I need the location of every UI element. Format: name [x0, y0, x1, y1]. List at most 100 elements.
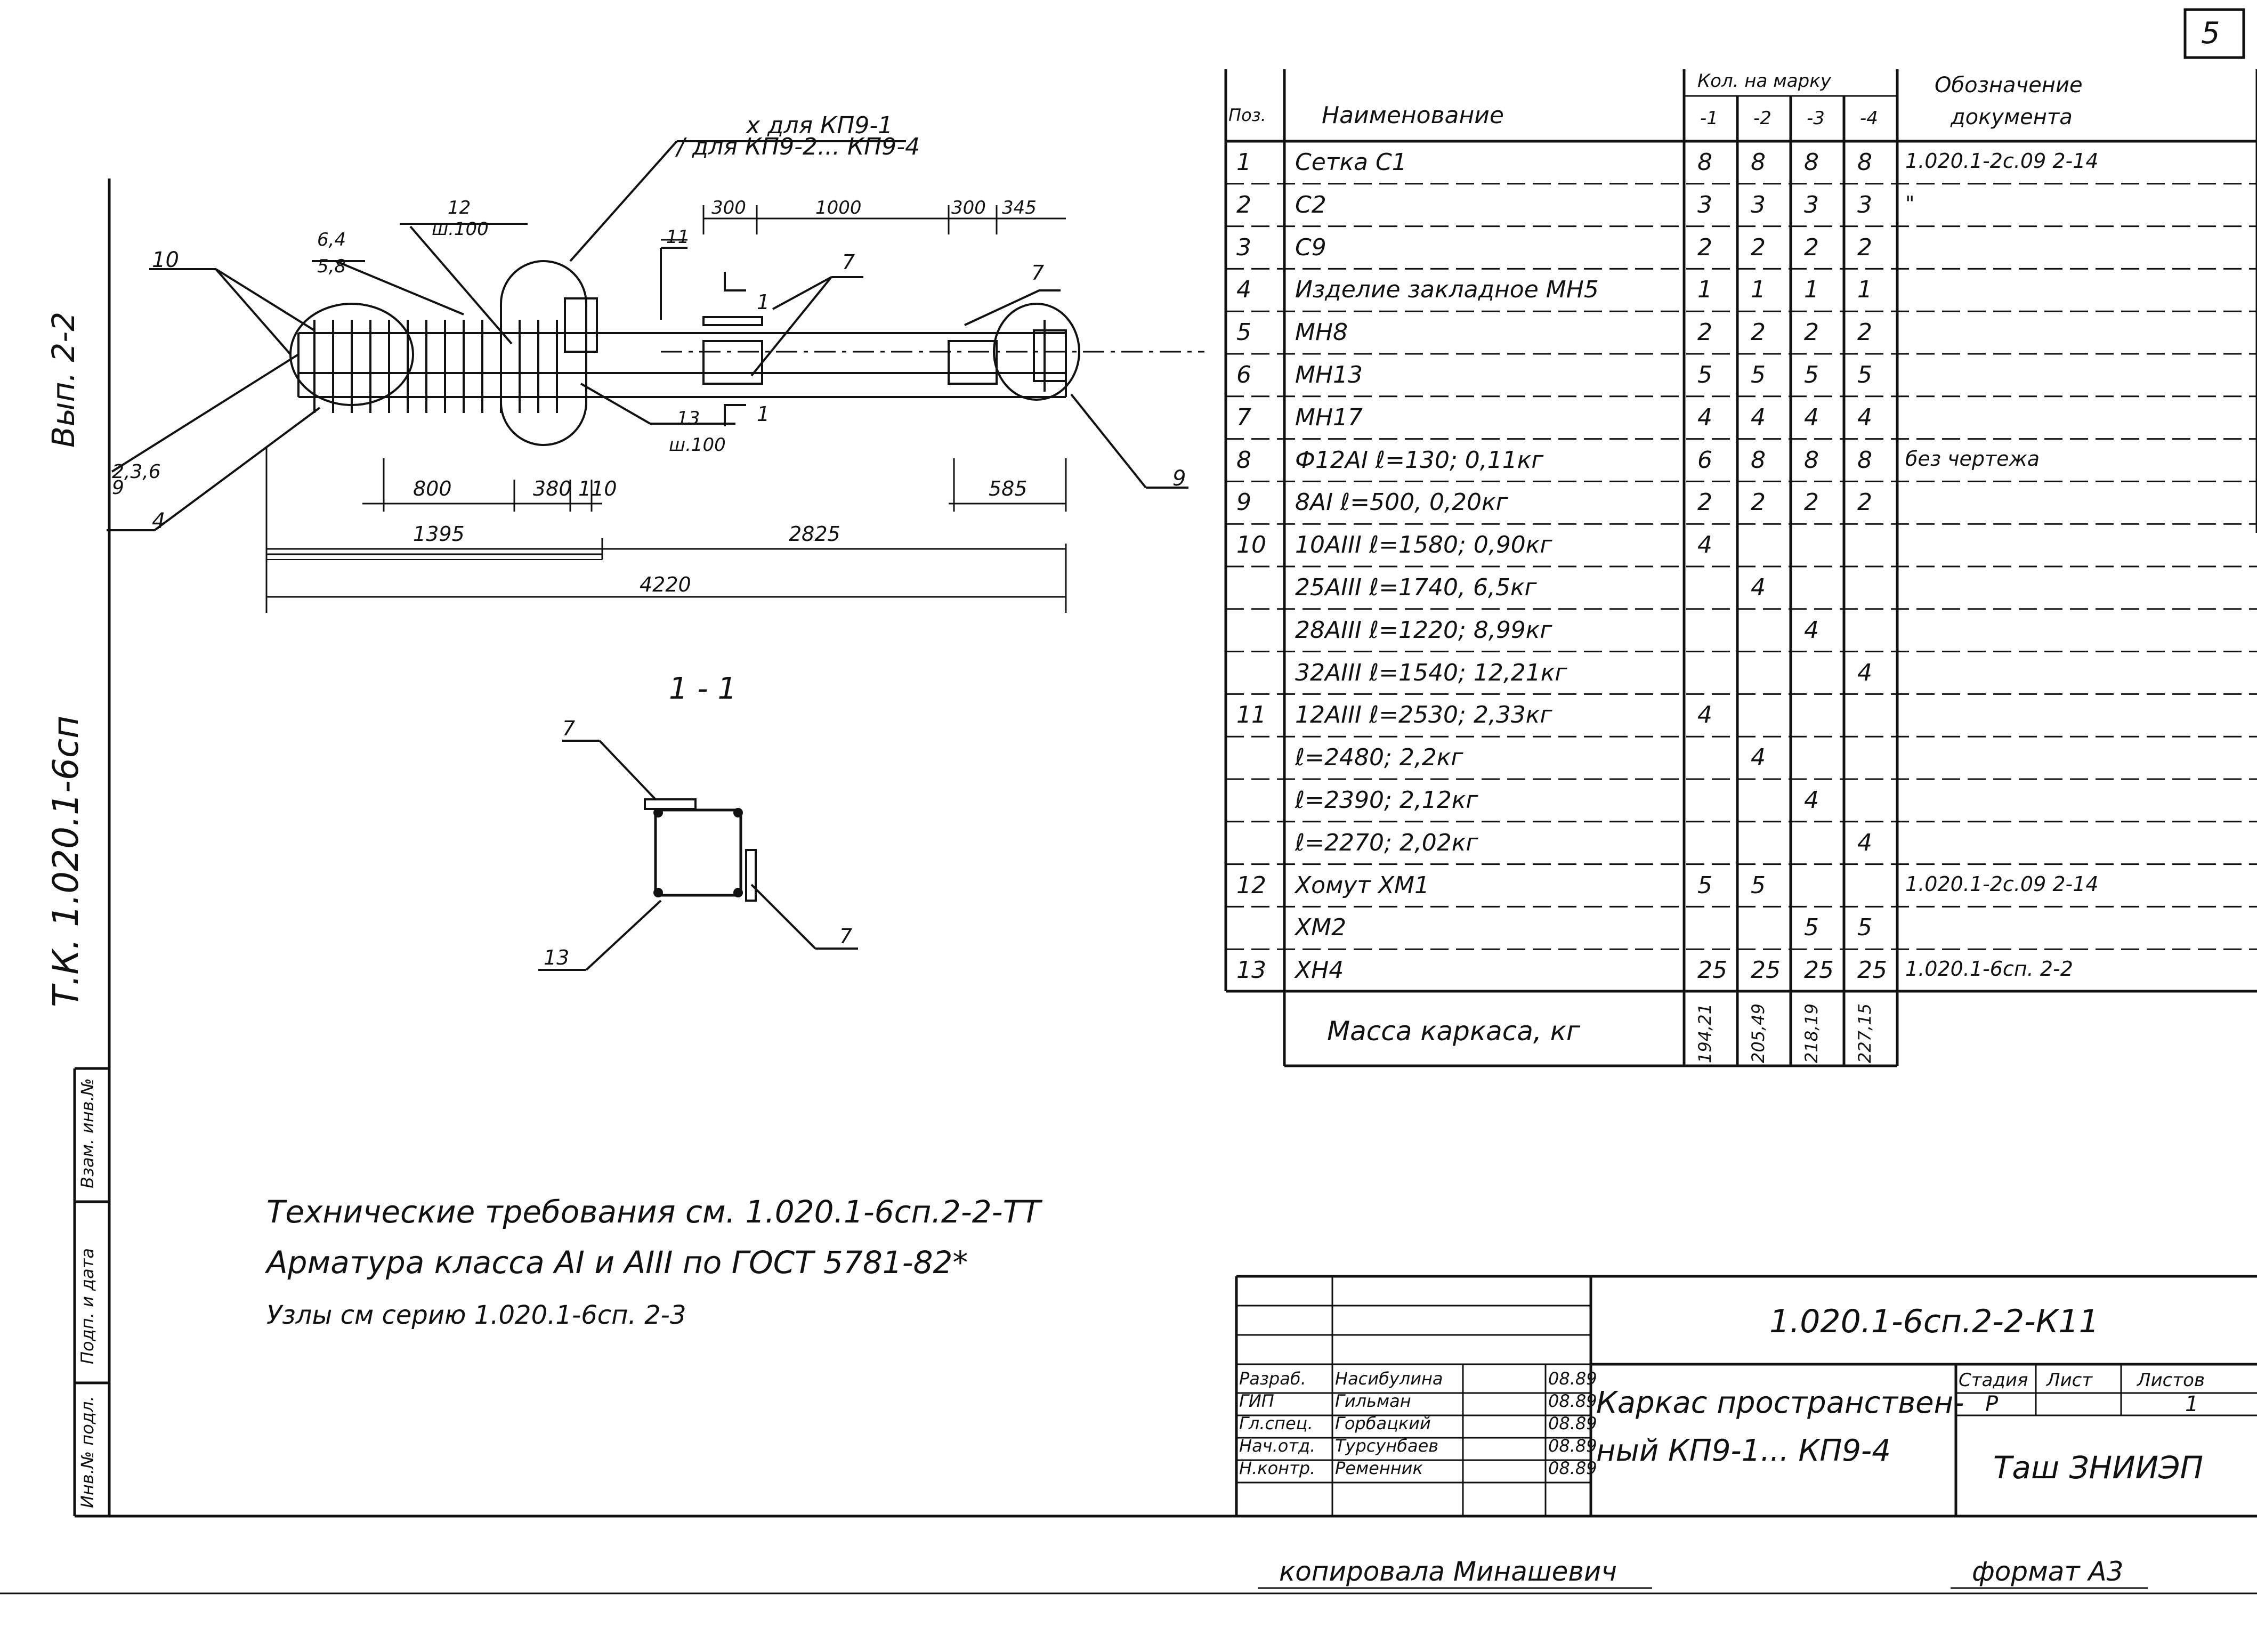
title-block-title-2: ный КП9-1... КП9-4: [1596, 1434, 1891, 1468]
corner-mark: 5: [2201, 16, 2220, 51]
spec-row-pos: 7: [1236, 403, 1251, 431]
pos-label-9a: 9: [112, 477, 124, 499]
spec-row-qty: 4: [1697, 531, 1712, 559]
signature-date: 08.89: [1548, 1413, 1597, 1434]
spec-row-name: 8АI ℓ=500, 0,20кг: [1295, 489, 1508, 516]
spec-row-qty: 5: [1751, 871, 1766, 899]
section-mark-1a: 1: [757, 290, 770, 314]
pos-label-7c: 7: [562, 717, 576, 740]
spec-row-qty: 2: [1697, 319, 1712, 346]
spec-row-pos: 3: [1236, 233, 1251, 261]
dim-1000: 1000: [815, 197, 862, 218]
spec-row-qty: 4: [1804, 787, 1819, 814]
spec-row-qty: 5: [1857, 361, 1872, 388]
spec-row-pos: 2: [1236, 191, 1251, 218]
spec-row-qty: 3: [1857, 191, 1872, 218]
spec-row-qty: 2: [1857, 319, 1872, 346]
dim-300: 300: [711, 197, 746, 218]
spec-row-pos: 12: [1236, 871, 1266, 899]
spec-row-name: 10АIII ℓ=1580; 0,90кг: [1295, 531, 1552, 559]
signature-role: Гл.спец.: [1239, 1413, 1313, 1434]
signature-name: Гильман: [1335, 1391, 1411, 1411]
pos-label-11: 11: [666, 226, 690, 248]
spec-row-qty: 4: [1697, 701, 1712, 729]
spec-row-qty: 25: [1697, 957, 1727, 984]
dim-1395: 1395: [413, 522, 465, 546]
dim-585: 585: [989, 477, 1028, 500]
spec-row-qty: 5: [1857, 914, 1872, 942]
spec-row-pos: 6: [1236, 361, 1251, 388]
spec-row-qty: 4: [1751, 744, 1766, 772]
spec-mass-2: 205,49: [1748, 1003, 1768, 1063]
spec-header-q1: -1: [1700, 108, 1718, 129]
spec-row-name: МН13: [1295, 361, 1363, 388]
spec-row-qty: 3: [1751, 191, 1766, 218]
spec-row-pos: 8: [1236, 446, 1251, 474]
note-reinforcement-class: Арматура класса АI и АIII по ГОСТ 5781-8…: [266, 1244, 968, 1281]
spec-row-ref: без чертежа: [1905, 447, 2040, 471]
dim-110: 110: [578, 477, 617, 500]
note-nodes-series: Узлы см серию 1.020.1-6сп. 2-3: [266, 1300, 686, 1330]
spec-row-ref: 1.020.1-2с.09 2-14: [1905, 872, 2099, 896]
spec-row-qty: 8: [1804, 446, 1819, 474]
spec-row-qty: 2: [1697, 233, 1712, 261]
spec-row-qty: 8: [1857, 149, 1872, 176]
spec-mass-3: 218,19: [1801, 1003, 1822, 1063]
spec-row-pos: 10: [1236, 531, 1266, 559]
callout-note-1: х для КП9-1: [746, 112, 893, 139]
spec-row-qty: 4: [1697, 403, 1712, 431]
spec-header-q2: -2: [1753, 108, 1771, 129]
spec-row-qty: 2: [1857, 233, 1872, 261]
title-block-sheets-header: Листов: [2137, 1370, 2205, 1391]
issue-label: Вып. 2-2: [45, 311, 82, 448]
spec-row-name: С2: [1295, 191, 1326, 218]
footer-format: формат А3: [1972, 1556, 2124, 1587]
spec-row-pos: 11: [1236, 701, 1266, 729]
pos-label-9b: 9: [1172, 466, 1186, 491]
series-code: Т.К. 1.020.1-6сп: [45, 715, 86, 1007]
signature-role: Нач.отд.: [1239, 1436, 1316, 1456]
spec-header-name: Наименование: [1322, 102, 1504, 129]
spec-row-qty: 2: [1751, 319, 1766, 346]
spec-row-qty: 4: [1751, 574, 1766, 601]
section-mark-1b: 1: [757, 402, 770, 426]
stamp-col-2: Подп. и дата: [77, 1248, 98, 1364]
title-block-code: 1.020.1-6сп.2-2-К11: [1769, 1303, 2099, 1340]
spec-row-qty: 5: [1697, 361, 1712, 388]
spec-row-pos: 5: [1236, 319, 1251, 346]
pos-label-7d: 7: [839, 925, 853, 948]
signature-name: Ременник: [1335, 1458, 1423, 1478]
spec-row-name: ℓ=2480; 2,2кг: [1295, 744, 1463, 772]
section-1-1-title: 1 - 1: [669, 671, 737, 706]
footer-copied-by: копировала Минашевич: [1279, 1556, 1617, 1587]
spec-row-pos: 1: [1236, 149, 1251, 176]
spec-row-qty: 8: [1804, 149, 1819, 176]
spec-row-qty: 8: [1751, 446, 1766, 474]
dim-380: 380: [533, 477, 572, 500]
pos-label-13b: 13: [544, 946, 570, 969]
pos-label-58: 5,8: [317, 256, 346, 277]
spec-row-qty: 5: [1804, 361, 1819, 388]
spec-row-ref: 1.020.1-6сп. 2-2: [1905, 957, 2073, 981]
spec-row-qty: 4: [1857, 829, 1872, 856]
spec-row-qty: 5: [1751, 361, 1766, 388]
spec-row-pos: 13: [1236, 957, 1266, 984]
spec-row-qty: 1: [1751, 276, 1766, 304]
spec-row-name: ℓ=2270; 2,02кг: [1295, 829, 1478, 856]
spec-row-qty: 2: [1751, 233, 1766, 261]
dim-345: 345: [1002, 197, 1037, 218]
pos-label-13: 13: [677, 408, 700, 429]
title-block-stage: Р: [1985, 1392, 1999, 1416]
signature-role: Разраб.: [1239, 1368, 1306, 1389]
stamp-col-3: Взам. инв.№: [77, 1078, 98, 1188]
spec-row-pos: 4: [1236, 276, 1251, 304]
spec-row-qty: 8: [1857, 446, 1872, 474]
pos-label-12: 12: [448, 197, 471, 218]
spec-row-qty: 25: [1857, 957, 1887, 984]
spec-row-name: С9: [1295, 233, 1326, 261]
note-technical-requirements: Технические требования см. 1.020.1-6сп.2…: [266, 1194, 1041, 1230]
spec-row-qty: 4: [1804, 403, 1819, 431]
spec-row-name: 25АIII ℓ=1740, 6,5кг: [1295, 574, 1537, 601]
spec-row-name: Ф12АI ℓ=130; 0,11кг: [1295, 446, 1544, 474]
